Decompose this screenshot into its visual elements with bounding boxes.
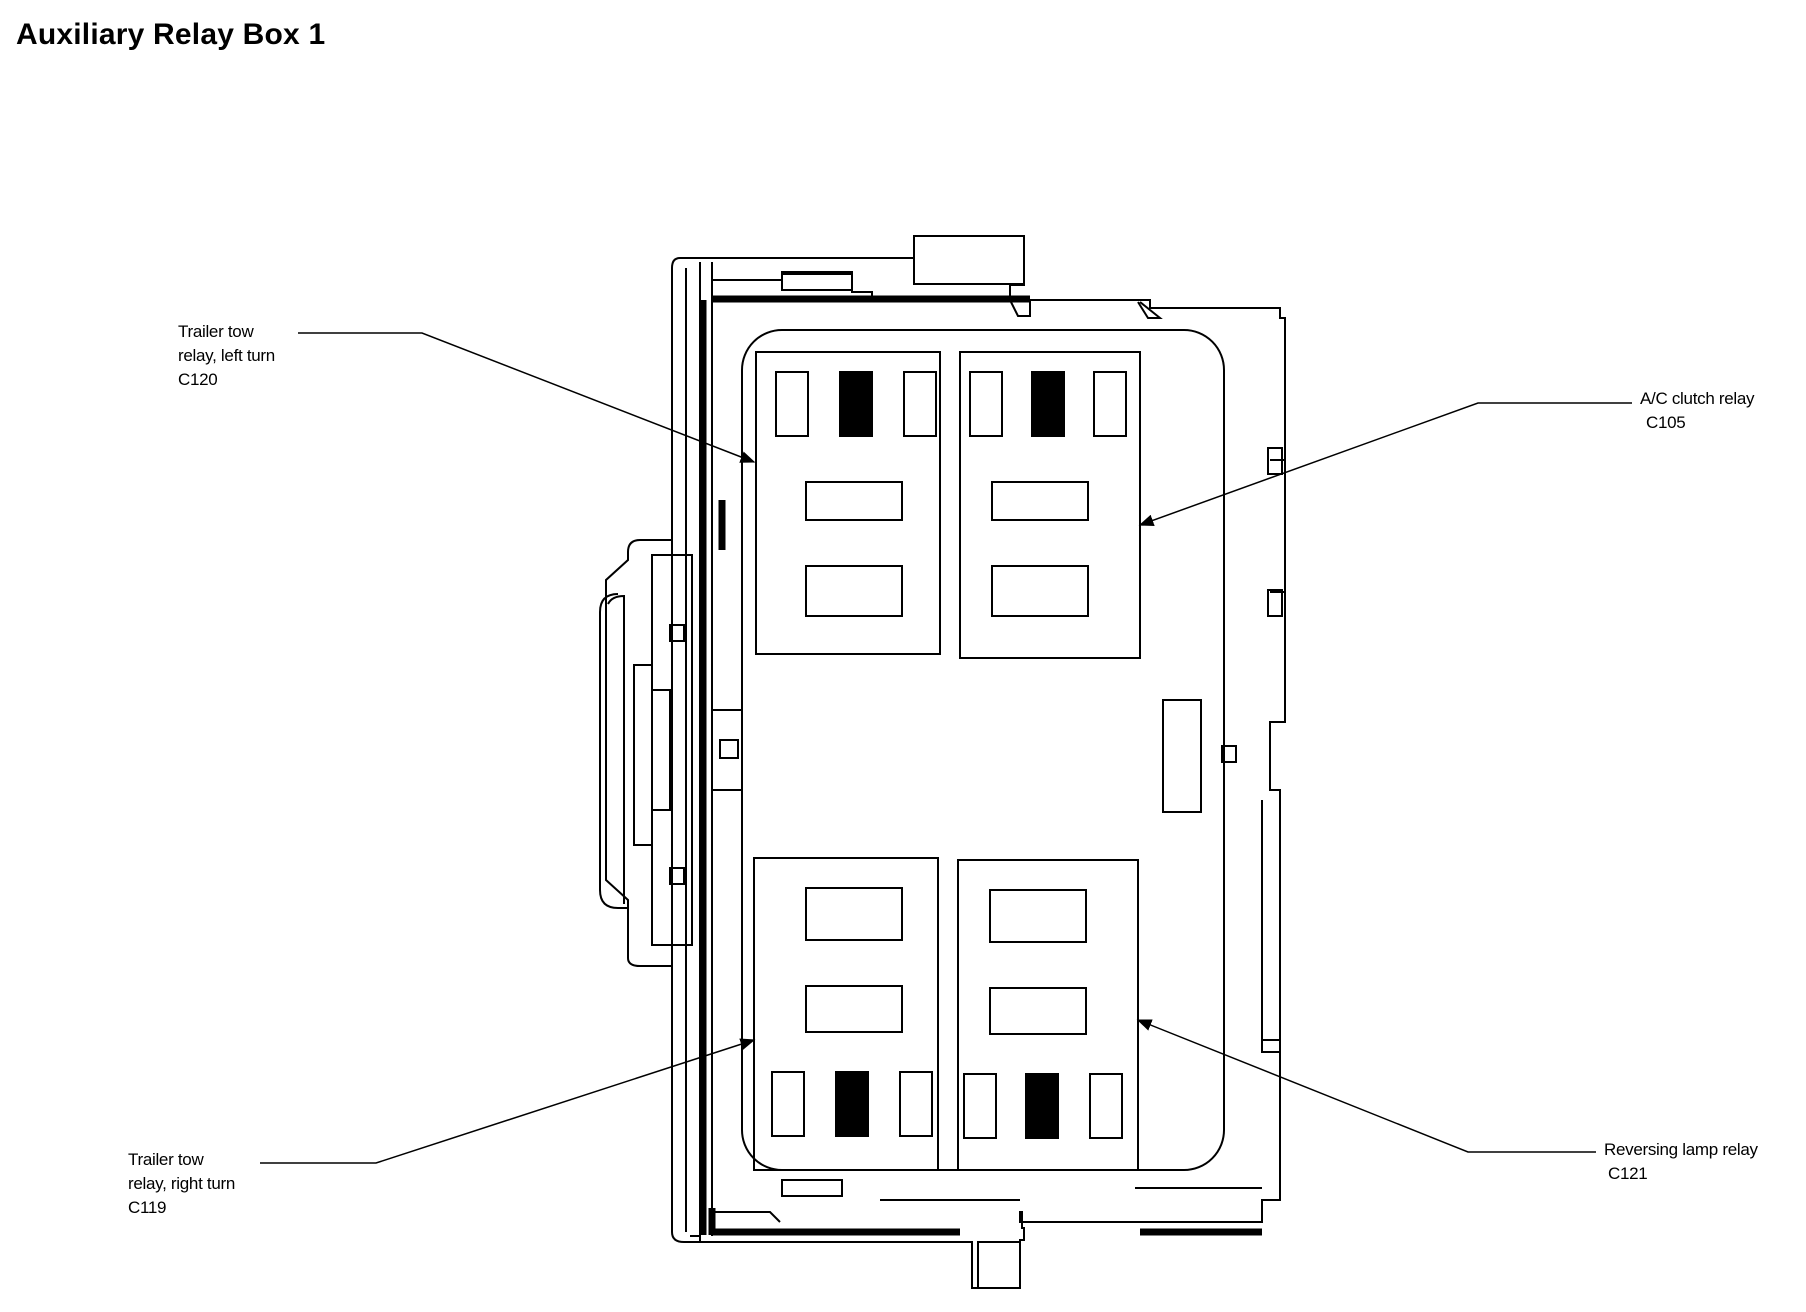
label-trailer-tow-left: Trailer tow relay, left turn C120 bbox=[178, 320, 275, 392]
label-name-line1: Trailer tow bbox=[178, 322, 254, 341]
leader-lines bbox=[260, 332, 1632, 1164]
label-connector: C105 bbox=[1646, 413, 1686, 432]
relay-bottom-right bbox=[957, 859, 1139, 1171]
label-name-line2: relay, left turn bbox=[178, 346, 275, 365]
label-reversing-lamp: Reversing lamp relay C121 bbox=[1604, 1138, 1758, 1186]
leader-bottom-right bbox=[1136, 1019, 1596, 1153]
label-trailer-tow-right: Trailer tow relay, right turn C119 bbox=[128, 1148, 235, 1220]
leader-top-right bbox=[1138, 402, 1632, 527]
relay-bottom-left bbox=[753, 857, 939, 1171]
relay-top-right bbox=[959, 351, 1141, 659]
label-name-line1: Reversing lamp relay bbox=[1604, 1140, 1758, 1159]
page-title: Auxiliary Relay Box 1 bbox=[16, 18, 326, 51]
label-connector: C121 bbox=[1608, 1164, 1648, 1183]
relay-mount-panel bbox=[741, 329, 1225, 1171]
housing-thick-edges bbox=[699, 295, 1262, 1236]
label-name-line2: relay, right turn bbox=[128, 1174, 236, 1193]
panel-side-tab bbox=[1162, 699, 1202, 813]
label-connector: C120 bbox=[178, 370, 218, 389]
relay-top-left bbox=[755, 351, 941, 655]
leader-bottom-left bbox=[260, 1038, 756, 1164]
label-connector: C119 bbox=[128, 1198, 167, 1217]
label-ac-clutch: A/C clutch relay C105 bbox=[1640, 387, 1755, 435]
label-name-line1: A/C clutch relay bbox=[1640, 389, 1755, 408]
leader-top-left bbox=[298, 332, 756, 463]
label-name-line1: Trailer tow bbox=[128, 1150, 204, 1169]
